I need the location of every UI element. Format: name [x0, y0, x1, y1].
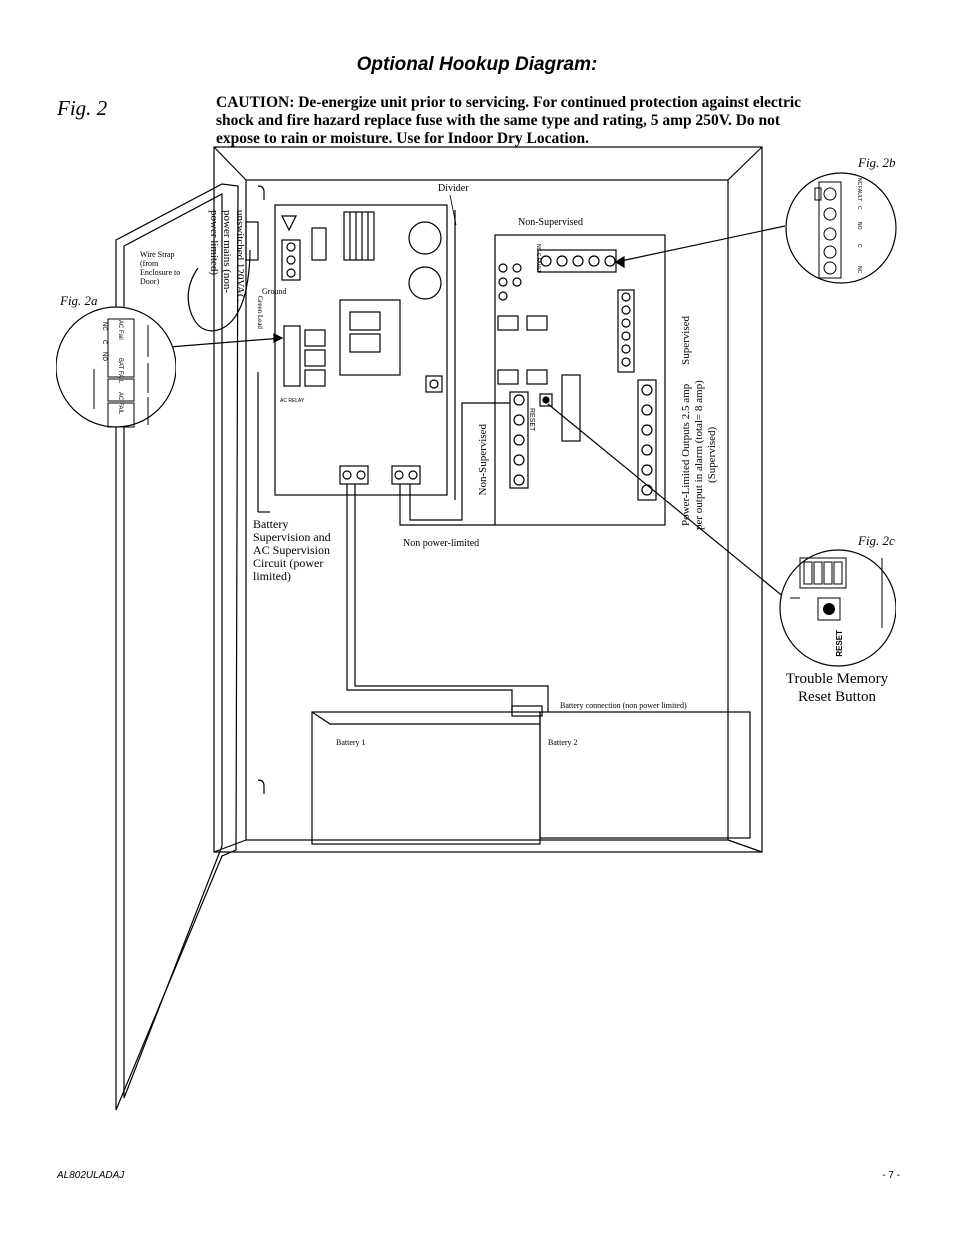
fig2a-pin-c: C: [101, 340, 107, 345]
battery-connection-label: Battery connection (non power limited): [560, 701, 687, 710]
fig2c-inset: [779, 549, 896, 667]
fig2a-label: Fig. 2a: [60, 293, 98, 308]
trouble-memory-label: Trouble Memory Reset Button: [785, 671, 889, 705]
reset-button-icon: [823, 603, 835, 615]
fig2c-reset-label: RESET: [835, 630, 844, 657]
mains-label: unswitched 120VAC power mains (non-power…: [208, 210, 246, 302]
fig2c-label: Fig. 2c: [858, 533, 895, 548]
fig2a-inset: [56, 306, 176, 428]
fig2b-label-5: FAULT: [856, 186, 862, 202]
page-title: Optional Hookup Diagram:: [356, 54, 598, 75]
fig2b-label-4: C: [856, 206, 862, 210]
enclosure-door: [115, 183, 239, 1111]
fig2a-group-3: AC FAIL: [117, 392, 123, 415]
fig2b-label-3: NO: [856, 222, 862, 230]
fig2b-inset: [785, 172, 897, 284]
green-lead-label: Green Lead: [256, 296, 264, 329]
svg-text:AC RELAY: AC RELAY: [280, 398, 305, 404]
non-power-limited-label: Non power-limited: [403, 538, 480, 549]
fig2a-pin-no: NO: [101, 352, 107, 361]
fig2b-label-1: NC: [856, 266, 862, 274]
enclosure-outline: [213, 146, 763, 853]
battery-2-outline: [539, 711, 751, 839]
non-supervised-side-label: Non-Supervised: [477, 424, 489, 496]
fig2b-label-6: NC: [856, 178, 862, 186]
figure-label: Fig. 2: [57, 96, 108, 120]
svg-text:NC C FAULT: NC C FAULT: [535, 244, 541, 273]
non-supervised-top-label: Non-Supervised: [518, 217, 583, 228]
fig2a-pin-nc: NC: [101, 322, 107, 331]
divider-label: Divider: [438, 183, 469, 194]
reset-board-label: RESET: [528, 408, 535, 432]
caution-text: CAUTION: De-energize unit prior to servi…: [216, 94, 802, 147]
power-limited-label: Power-Limited Outputs 2.5 amp per output…: [680, 380, 718, 530]
fig2b-label: Fig. 2b: [858, 155, 896, 170]
fig2a-group-2: BAT FAIL: [117, 358, 123, 384]
wire-strap-label: Wire Strap (from Enclosure to Door): [140, 250, 181, 286]
page-number: - 7 -: [882, 1170, 900, 1181]
doc-id: AL802ULADAJ: [57, 1170, 125, 1181]
battery-1-outline: [311, 711, 541, 845]
battery-supervision-label: Battery Supervision and AC Supervision C…: [253, 517, 331, 583]
battery-2-label: Battery 2: [548, 738, 578, 747]
battery-1-label: Battery 1: [336, 738, 366, 747]
fig2b-label-2: C: [856, 244, 862, 248]
power-supply-board: [274, 204, 448, 496]
ground-label: Ground: [262, 287, 287, 296]
supervision-board: [494, 234, 666, 526]
enclosure-inner: [245, 179, 729, 841]
fig2a-group-1: AC Fail: [117, 320, 123, 340]
supervised-label: Supervised: [680, 316, 692, 365]
